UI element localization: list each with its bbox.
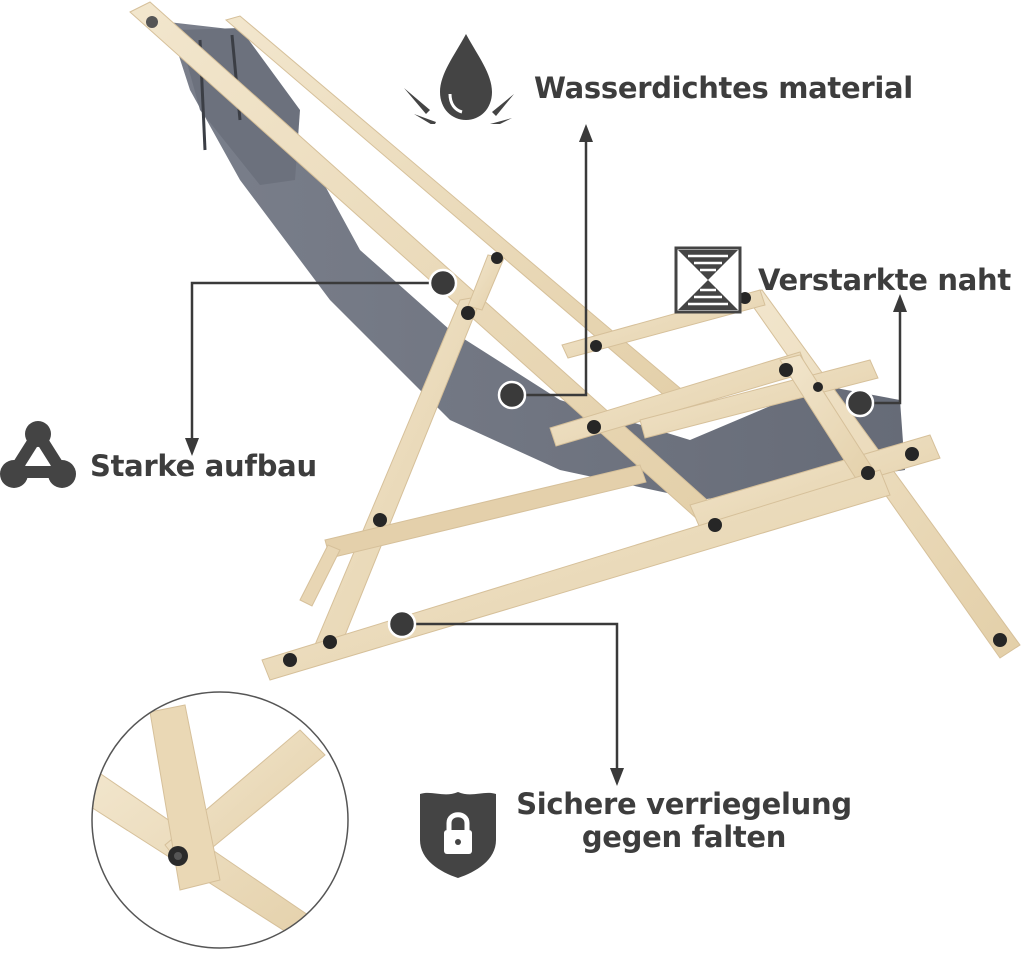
- label-safe-lock: Sichere verriegelung gegen falten: [514, 787, 854, 855]
- hourglass-seam-icon: [674, 246, 742, 314]
- arrow-heads: [185, 124, 907, 786]
- label-safe-lock-line2: gegen falten: [581, 820, 787, 855]
- inset-border: [91, 691, 349, 949]
- water-drop-icon: [404, 34, 514, 124]
- base-rail-lower: [261, 469, 891, 681]
- callout-markers: [387, 268, 875, 639]
- triangle-nodes-icon: [0, 421, 76, 488]
- shield-lock-icon: [420, 792, 496, 878]
- label-reinforced-seam: Verstarkte naht: [758, 263, 1011, 297]
- detail-inset: [92, 692, 348, 948]
- bolts: [146, 16, 1007, 667]
- label-safe-lock-line1: Sichere verriegelung: [516, 787, 852, 821]
- label-sturdy-build: Starke aufbau: [90, 449, 317, 483]
- label-waterproof: Wasserdichtes material: [534, 71, 913, 105]
